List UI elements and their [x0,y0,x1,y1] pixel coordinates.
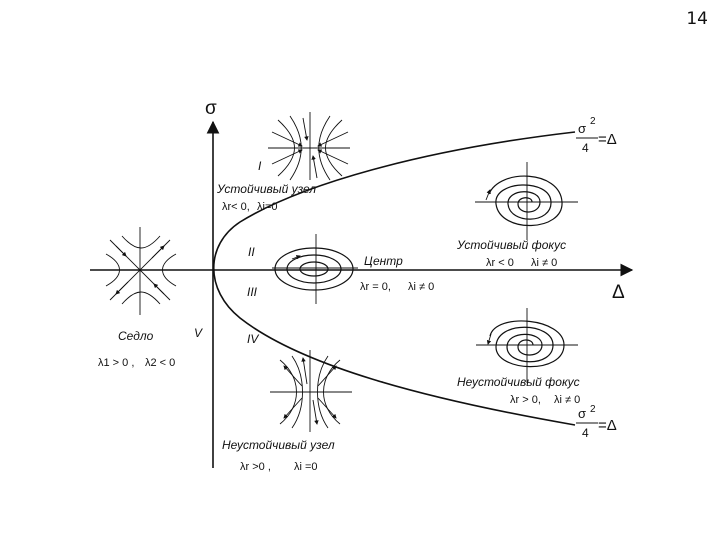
stable-node-condition-1: λr< 0, [222,201,250,213]
svg-text:σ: σ [578,121,586,136]
stable-focus-title: Устойчивый фокус [456,238,566,252]
saddle-title: Седло [118,329,154,343]
svg-text:σ: σ [578,406,586,421]
unstable-node-condition-1: λr >0 , [240,461,271,473]
sigma-axis-label: σ [205,98,217,119]
unstable-node-condition-2: λi =0 [294,461,318,473]
stable-focus-condition-2: λi ≠ 0 [531,257,557,269]
upper-curve-label: σ 2 4 =Δ [576,116,617,155]
stable-node-portrait [268,112,350,181]
svg-text:=Δ: =Δ [598,417,617,434]
svg-text:2: 2 [590,116,596,127]
delta-axis-label: Δ [612,282,625,303]
unstable-node-title: Неустойчивый узел [222,438,335,452]
stable-focus-portrait [475,162,578,240]
parabola-curve [212,131,576,426]
saddle-portrait [100,227,182,315]
region-label-ii: II [248,245,255,259]
svg-text:=Δ: =Δ [598,131,617,148]
stable-focus-condition-1: λr < 0 [486,257,514,269]
lower-curve-label: σ 2 4 =Δ [576,404,617,440]
stable-node-condition-2: λi=0 [257,201,278,213]
stable-node-title: Устойчивый узел [216,182,316,196]
center-portrait [272,234,358,304]
svg-text:4: 4 [582,141,589,155]
unstable-node-portrait [270,350,352,432]
center-title: Центр [364,254,403,268]
saddle-condition-1: λ1 > 0 , [98,357,134,369]
center-condition-2: λi ≠ 0 [408,281,434,293]
svg-text:4: 4 [582,426,589,440]
unstable-focus-title: Неустойчивый фокус [457,375,580,389]
region-label-iv: IV [247,332,259,346]
center-condition-1: λr = 0, [360,281,391,293]
region-label-v: V [194,326,203,340]
page-number: 14 [686,9,708,29]
saddle-condition-2: λ2 < 0 [145,357,175,369]
unstable-focus-condition-2: λi ≠ 0 [554,394,580,406]
unstable-focus-portrait [476,308,578,383]
region-label-iii: III [247,285,258,299]
svg-text:2: 2 [590,404,596,415]
region-label-i: I [258,159,262,173]
unstable-focus-condition-1: λr > 0, [510,394,541,406]
